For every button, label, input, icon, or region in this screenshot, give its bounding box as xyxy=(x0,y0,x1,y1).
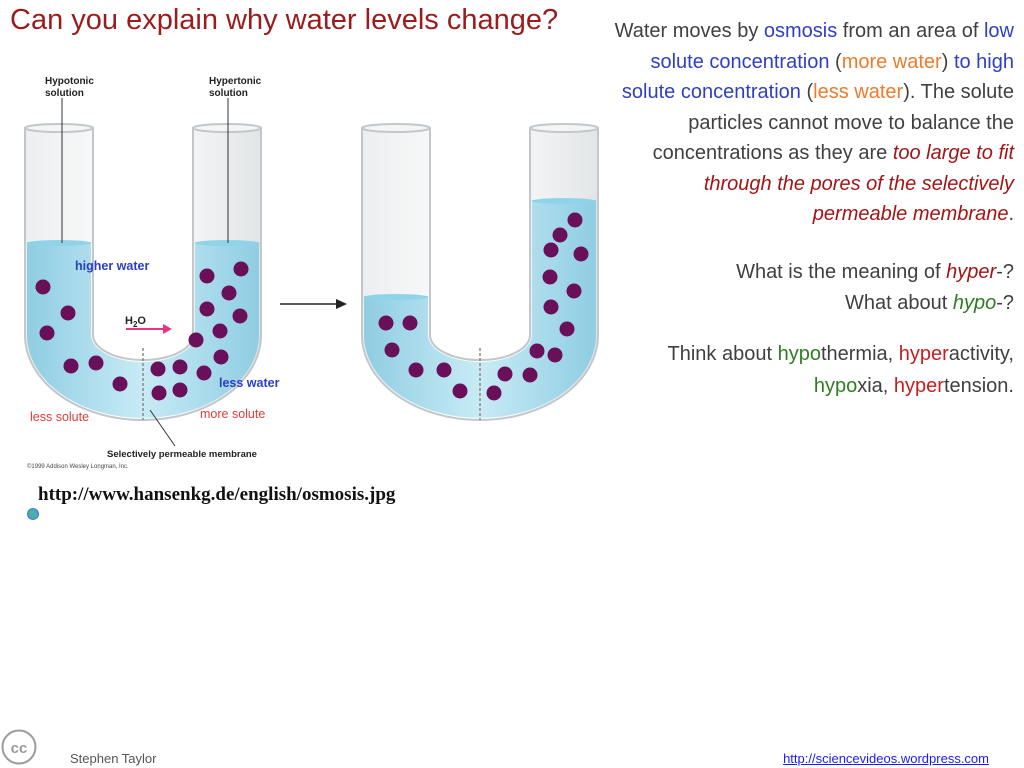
u-tube-after xyxy=(361,123,599,421)
text-run: too large to fit through the pores of th… xyxy=(703,142,1014,225)
u-tube-before: Hypotonic solution Hypertonic solution h… xyxy=(24,76,280,470)
less-solute-label: less solute xyxy=(30,410,89,424)
slide-title: Can you explain why water levels change? xyxy=(10,4,559,36)
h2o-label: H2O xyxy=(125,315,146,329)
text-run: . xyxy=(1008,203,1014,225)
membrane-label: Selectively permeable membrane xyxy=(107,449,257,460)
water-surface xyxy=(364,294,428,300)
tube-rim xyxy=(24,123,94,133)
hypotonic-label: Hypotonic solution xyxy=(45,76,97,99)
text-run: xia, xyxy=(857,375,894,397)
text-run: hypo xyxy=(777,343,821,365)
text-run: hypo xyxy=(813,375,858,397)
hypertonic-label: Hypertonic solution xyxy=(209,76,264,99)
hypo-question: What about hypo-? xyxy=(612,288,1014,319)
text-run: ) xyxy=(941,50,954,73)
less-water-label: less water xyxy=(219,376,280,390)
water-surface xyxy=(27,240,91,246)
solute-particles xyxy=(378,212,589,401)
more-solute-label: more solute xyxy=(200,407,265,421)
tube-rim xyxy=(192,123,262,133)
explanation-panel: Water moves by osmosis from an area of l… xyxy=(612,16,1014,402)
solute-particles xyxy=(35,261,249,401)
text-run: Think about xyxy=(667,343,778,365)
tube-rim xyxy=(529,123,599,133)
text-run: low solute concentration xyxy=(650,20,1014,73)
text-run: hypo xyxy=(952,291,997,314)
tube-rim xyxy=(361,123,431,133)
text-run: ( xyxy=(829,50,842,73)
water-surface xyxy=(532,198,596,204)
text-run: ( xyxy=(800,81,814,103)
osmosis-explanation: Water moves by osmosis from an area of l… xyxy=(612,16,1014,230)
think-about-prompt: Think about hypothermia, hyperactivity, … xyxy=(612,338,1015,402)
text-run: What is the meaning of xyxy=(736,260,947,283)
text-run: less water xyxy=(813,81,904,103)
text-run: to high solute concentration xyxy=(621,50,1014,104)
text-run: from an area of xyxy=(837,20,984,42)
text-run: activity, xyxy=(948,343,1014,365)
text-run: What about xyxy=(844,291,953,314)
copyright-note: ©1999 Addison Wesley Longman, Inc. xyxy=(27,463,129,470)
text-run: osmosis xyxy=(763,20,838,42)
water-surface xyxy=(195,240,259,246)
text-run: ). The solute particles cannot move to b… xyxy=(652,81,1014,164)
creative-commons-icon: cc xyxy=(1,729,37,765)
text-run: hyper xyxy=(898,343,949,365)
text-run: hyper xyxy=(893,375,944,397)
image-source-url[interactable]: http://www.hansenkg.de/english/osmosis.j… xyxy=(38,484,396,505)
osmosis-diagram: Hypotonic solution Hypertonic solution h… xyxy=(24,76,599,470)
text-run: more water xyxy=(841,50,942,73)
water xyxy=(364,200,596,418)
author-name: Stephen Taylor xyxy=(70,751,157,766)
text-run: -? xyxy=(996,260,1014,283)
svg-text:cc: cc xyxy=(11,740,28,757)
text-run: tension. xyxy=(943,375,1014,397)
globe-icon xyxy=(27,508,39,520)
footer-link[interactable]: http://sciencevideos.wordpress.com xyxy=(783,751,989,766)
text-run: hyper xyxy=(946,260,997,283)
text-run: Water moves by xyxy=(614,20,764,42)
hyper-question: What is the meaning of hyper-? xyxy=(612,256,1014,288)
text-run: -? xyxy=(996,291,1014,314)
text-run: thermia, xyxy=(820,343,899,365)
higher-water-label: higher water xyxy=(75,259,149,273)
